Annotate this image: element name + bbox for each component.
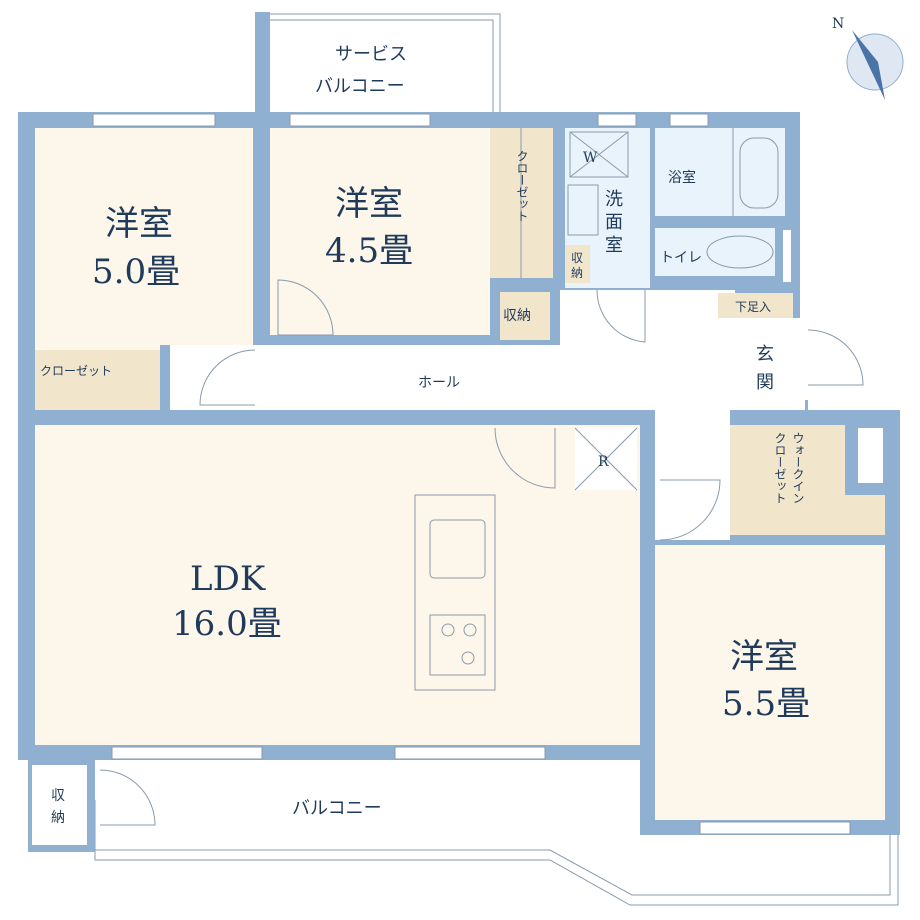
walkin-closet-label: クローゼット <box>773 432 787 504</box>
room-name: 洋室 <box>730 637 798 677</box>
storage-label: 収納 <box>503 308 531 324</box>
door[interactable] <box>199 349 256 406</box>
closet-5-0 <box>35 350 160 410</box>
ldk <box>35 425 640 745</box>
bathroom <box>655 128 785 216</box>
storage-washroom <box>565 245 590 283</box>
room-size: 4.5畳 <box>325 231 413 271</box>
washer-label: W <box>583 150 598 166</box>
room-western-4-5 <box>270 128 490 335</box>
entrance <box>733 318 805 410</box>
balcony-label: バルコニー <box>292 798 382 819</box>
hall <box>170 345 735 410</box>
shoe-storage <box>718 293 793 318</box>
toilet-room <box>655 228 775 276</box>
storage-label: 収 <box>571 251 583 265</box>
room-name: 洋室 <box>335 184 403 224</box>
room-size: 5.5畳 <box>722 684 810 724</box>
balcony-storage <box>32 765 87 845</box>
closet-label: クローゼット <box>40 364 112 378</box>
windows <box>92 113 851 835</box>
walkin-closet-label: ウォークイン <box>791 432 805 504</box>
service-balcony-label: サービス <box>335 44 407 65</box>
sink-icon <box>429 519 486 579</box>
storage-label: 納 <box>571 266 583 280</box>
door[interactable] <box>596 289 646 343</box>
room-western-5-5 <box>655 545 885 820</box>
room-size: 16.0畳 <box>172 604 282 644</box>
door[interactable] <box>494 427 556 489</box>
kitchen-island <box>414 494 496 691</box>
door[interactable] <box>659 479 721 541</box>
room-size: 5.0畳 <box>92 252 180 292</box>
entrance-label: 玄 <box>756 344 774 365</box>
compass-icon: N <box>832 16 904 100</box>
storage-label: 納 <box>51 810 65 826</box>
room-name: 洋室 <box>105 204 173 244</box>
hall-label: ホール <box>418 375 460 391</box>
washroom-label: 室 <box>605 235 623 256</box>
stove-icon <box>429 614 486 676</box>
service-balcony-label: バルコニー <box>315 76 405 97</box>
door[interactable] <box>277 279 334 336</box>
compass-north-label: N <box>832 16 844 32</box>
toilet-label: トイレ <box>660 250 702 266</box>
service-balcony <box>255 12 501 117</box>
storage-label: 収 <box>51 788 65 804</box>
washroom-label: 面 <box>605 212 623 233</box>
washroom-label: 洗 <box>605 189 623 210</box>
door[interactable] <box>99 769 156 826</box>
entrance-label: 関 <box>756 372 774 393</box>
shoe-storage-label: 下足入 <box>735 300 771 314</box>
room-name: LDK <box>190 559 266 599</box>
closet-label: クローゼット <box>515 150 529 222</box>
fridge-label: R <box>598 454 609 470</box>
storage-hall <box>500 292 550 340</box>
bathroom-label: 浴室 <box>668 169 696 186</box>
